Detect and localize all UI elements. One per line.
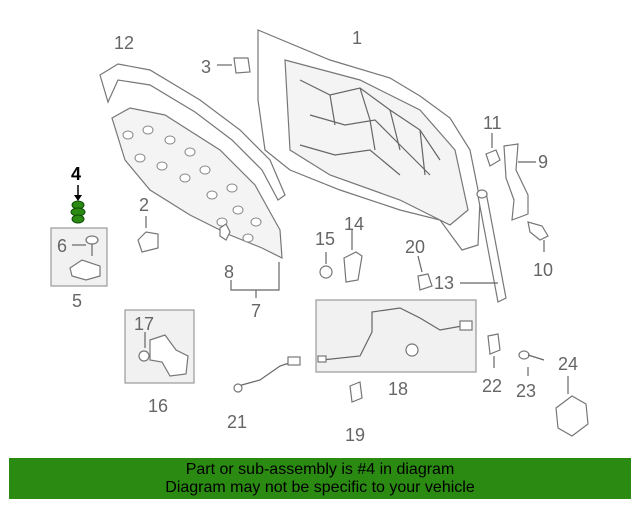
gas-strut-13[interactable] — [460, 189, 507, 303]
nut-part-11[interactable] — [485, 133, 501, 167]
hood-panel[interactable] — [257, 29, 481, 251]
label-21: 21 — [227, 412, 247, 432]
label-14: 14 — [344, 214, 364, 234]
grommet-part-15[interactable] — [319, 252, 333, 279]
label-23: 23 — [516, 381, 536, 401]
label-13: 13 — [434, 273, 454, 293]
hood-insulator[interactable] — [111, 107, 283, 260]
hinge-part-9[interactable] — [503, 143, 536, 221]
label-4: 4 — [71, 164, 81, 184]
label-5: 5 — [72, 291, 82, 311]
hood-bumper[interactable] — [217, 57, 251, 74]
bumper-part-2[interactable] — [137, 216, 159, 253]
latch-part-14[interactable] — [343, 230, 363, 283]
label-2: 2 — [139, 195, 149, 215]
label-7: 7 — [251, 301, 261, 321]
clip-part-20[interactable] — [417, 255, 433, 291]
clip-part-19[interactable] — [349, 381, 363, 403]
label-19: 19 — [345, 425, 365, 445]
label-8: 8 — [224, 262, 234, 282]
bolt-part-23[interactable] — [518, 350, 545, 376]
label-24: 24 — [558, 354, 578, 374]
part-4-highlighted[interactable] — [70, 185, 86, 224]
label-10: 10 — [533, 260, 553, 280]
release-cable-18[interactable] — [317, 307, 473, 363]
banner-line-1: Part or sub-assembly is #4 in diagram — [185, 461, 455, 478]
bolt-part-10[interactable] — [527, 221, 549, 252]
label-1: 1 — [352, 28, 362, 48]
label-20: 20 — [405, 237, 425, 257]
bracket-7-8 — [230, 262, 280, 291]
screw-part-6[interactable] — [72, 235, 99, 256]
cable-part-21[interactable] — [233, 356, 301, 393]
label-12: 12 — [114, 33, 134, 53]
label-3: 3 — [201, 57, 211, 77]
cable-box-18 — [315, 299, 477, 373]
clip-part-8[interactable] — [219, 223, 231, 241]
hood-seal[interactable] — [99, 63, 286, 201]
banner-line-2: Diagram may not be specific to your vehi… — [165, 479, 475, 496]
label-6: 6 — [57, 236, 67, 256]
latch-part-24[interactable] — [555, 376, 589, 437]
label-9: 9 — [538, 152, 548, 172]
parts-diagram: 1 12 3 4 2 6 5 8 7 11 9 10 15 14 20 13 1… — [50, 28, 589, 445]
label-15: 15 — [315, 229, 335, 249]
clip-part-22[interactable] — [487, 333, 501, 368]
notice-banner: Part or sub-assembly is #4 in diagram Di… — [9, 458, 631, 499]
label-16: 16 — [148, 396, 168, 416]
label-22: 22 — [482, 376, 502, 396]
label-11: 11 — [483, 113, 502, 133]
label-17: 17 — [134, 314, 154, 334]
clip-part-5[interactable] — [69, 259, 101, 281]
latch-assembly-17[interactable] — [138, 332, 189, 377]
label-18: 18 — [388, 379, 408, 399]
